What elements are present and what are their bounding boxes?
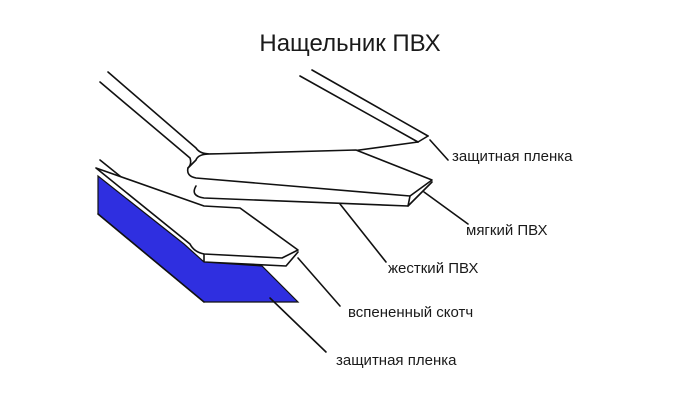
layer-rigid-pvc — [95, 159, 299, 267]
label-foam-tape: вспененный скотч — [348, 304, 474, 321]
leader-foam-tape — [297, 257, 341, 307]
leader-film-bottom — [269, 297, 327, 353]
label-protective-film-bottom: защитная пленка — [336, 352, 457, 369]
layer-protective-film-top — [299, 69, 429, 143]
label-rigid-pvc: жесткий ПВХ — [388, 260, 479, 277]
label-protective-film-top: защитная пленка — [452, 148, 573, 165]
leader-rigid-pvc — [339, 203, 387, 263]
diagram-title: Нащельник ПВХ — [259, 30, 441, 57]
layer-soft-pvc — [99, 71, 433, 207]
label-soft-pvc: мягкий ПВХ — [466, 222, 548, 239]
leader-film-top — [429, 139, 449, 161]
leader-soft-pvc — [423, 191, 469, 225]
layer-protective-film-bottom — [97, 213, 205, 303]
leader-lines — [269, 139, 469, 353]
